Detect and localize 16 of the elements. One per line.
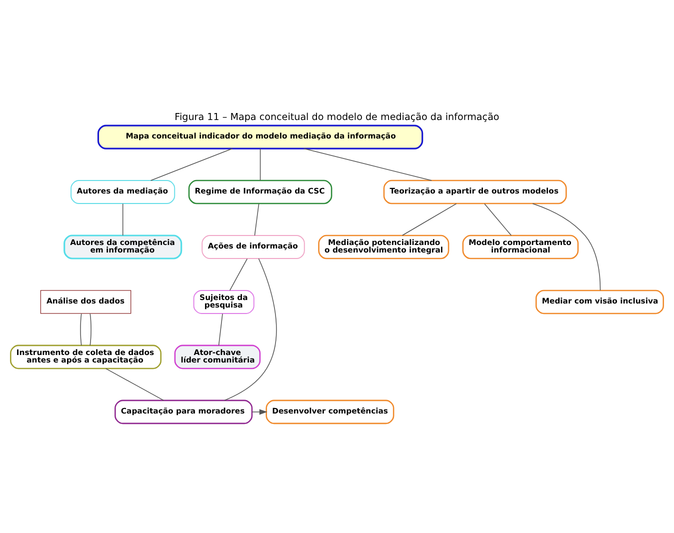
- connector: [254, 203, 260, 236]
- connector: [80, 313, 82, 346]
- connector: [229, 258, 248, 291]
- connector: [224, 258, 277, 401]
- caption: Figura 11 – Mapa conceitual do modelo de mediação da informação: [174, 112, 500, 123]
- connector: [260, 148, 261, 181]
- connector: [402, 203, 457, 236]
- connector: [122, 203, 124, 236]
- connector: [150, 148, 233, 181]
- connector: [532, 203, 601, 291]
- connector: [304, 148, 432, 181]
- connector: [484, 203, 512, 236]
- arrow: [252, 409, 268, 415]
- connector: [90, 313, 92, 346]
- connector: [105, 368, 164, 401]
- connector: [218, 313, 223, 346]
